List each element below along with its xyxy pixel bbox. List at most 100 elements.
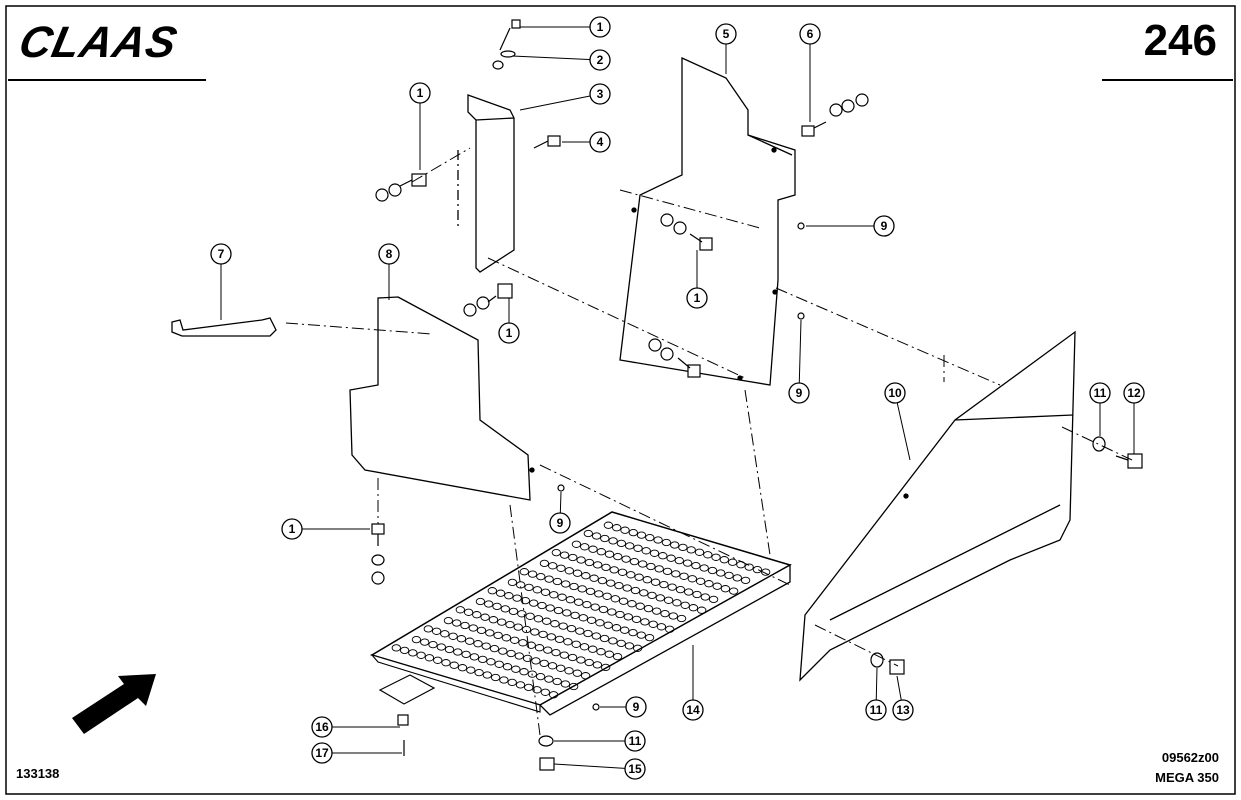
perforation-hole (482, 671, 492, 679)
callout-circle (1123, 382, 1145, 404)
perforation-hole (719, 556, 729, 564)
perforation-hole (592, 661, 603, 669)
perforation-hole (556, 564, 566, 572)
perforation-hole (486, 658, 496, 666)
perforation-hole (648, 620, 658, 628)
perforation-hole (620, 626, 630, 634)
perforation-hole (489, 644, 500, 653)
perforation-hole (584, 658, 594, 667)
perforation-hole (531, 657, 541, 665)
perforation-hole (538, 630, 548, 639)
perforation-hole (595, 619, 605, 627)
perforation-hole (684, 588, 694, 596)
perforation-hole (536, 572, 546, 581)
perforation-hole (524, 583, 534, 592)
perforation-hole (563, 638, 573, 646)
callout-11: 8 (378, 243, 400, 300)
perforation-hole (647, 591, 657, 600)
perforation-hole (553, 606, 564, 615)
perforation-hole (518, 639, 528, 647)
part-8-panel (349, 296, 535, 501)
perforation-hole (628, 528, 638, 537)
perforation-hole (596, 648, 606, 656)
perforation-hole (504, 592, 514, 600)
callout-circle (799, 23, 821, 45)
perforation-hole (636, 631, 646, 639)
perforation-hole (576, 656, 586, 664)
perforation-hole (527, 570, 538, 578)
callout-25: 15 (553, 758, 646, 780)
perforation-hole (643, 604, 654, 613)
perforation-hole (546, 633, 556, 641)
perforation-hole (551, 548, 561, 557)
perforation-hole (615, 610, 625, 619)
perforation-hole (572, 669, 582, 677)
perforation-hole (532, 586, 542, 594)
callout-circle (788, 382, 810, 404)
perforation-hole (694, 548, 705, 556)
perforation-hole (526, 641, 536, 649)
perforation-hole (603, 621, 613, 629)
perforation-hole (493, 631, 503, 640)
perforation-hole (507, 578, 518, 587)
perforation-hole (542, 617, 552, 625)
callout-circle (409, 82, 431, 104)
perforation-hole (639, 589, 649, 597)
perforation-hole (545, 604, 555, 612)
perforation-hole (583, 629, 593, 638)
perforation-hole (580, 543, 590, 551)
perforation-hole (431, 627, 442, 635)
callout-label: 9 (557, 516, 564, 530)
perforation-hole (490, 673, 501, 682)
perforation-hole (562, 609, 572, 617)
perforation-hole (650, 578, 661, 586)
perforation-hole (603, 521, 614, 529)
perforation-hole (452, 619, 462, 627)
perforation-hole (610, 595, 620, 603)
callout-2: 2 (511, 49, 611, 71)
perforation-hole (556, 664, 566, 672)
perforation-hole (598, 605, 609, 614)
callout-8: 1 (686, 250, 708, 309)
callout-1: 1 (520, 16, 611, 38)
perforation-hole (678, 543, 688, 552)
callout-19: 11 (865, 667, 887, 721)
perforation-hole (524, 683, 534, 692)
perforation-hole (612, 652, 623, 661)
perforation-hole (628, 628, 638, 637)
callout-17: 1 (281, 518, 370, 540)
callout-15: 11 (1089, 382, 1111, 436)
perforation-hole (607, 608, 617, 616)
perforation-hole (420, 638, 430, 646)
perforation-hole (527, 670, 537, 678)
perforation-hole (581, 572, 591, 580)
perforation-hole (679, 572, 689, 580)
perforation-hole (567, 653, 578, 662)
callout-circle (865, 699, 887, 721)
perforation-hole (444, 645, 455, 654)
perforation-hole (487, 587, 497, 595)
perforation-hole (532, 686, 542, 694)
perforation-hole (480, 613, 490, 621)
arrow-icon (72, 674, 156, 734)
perforation-hole (711, 553, 721, 561)
callout-label: 9 (796, 386, 803, 400)
perforation-hole (616, 539, 627, 548)
callout-22: 16 (311, 716, 400, 738)
callout-7: 1 (409, 82, 431, 170)
perforation-hole (560, 680, 571, 688)
drawing-code: 09562z00 (1161, 750, 1219, 765)
perforation-hole (631, 615, 642, 624)
part-7-bar (171, 317, 277, 337)
perforation-hole (428, 640, 438, 649)
perforation-hole (627, 600, 637, 608)
callout-circle (589, 16, 611, 38)
perforation-hole (507, 678, 517, 687)
perforation-hole (623, 613, 633, 621)
perforation-hole (540, 688, 550, 696)
perforation-hole (455, 606, 465, 614)
perforation-hole (580, 672, 591, 680)
perforation-hole (463, 608, 474, 616)
perforation-hole (485, 629, 495, 637)
